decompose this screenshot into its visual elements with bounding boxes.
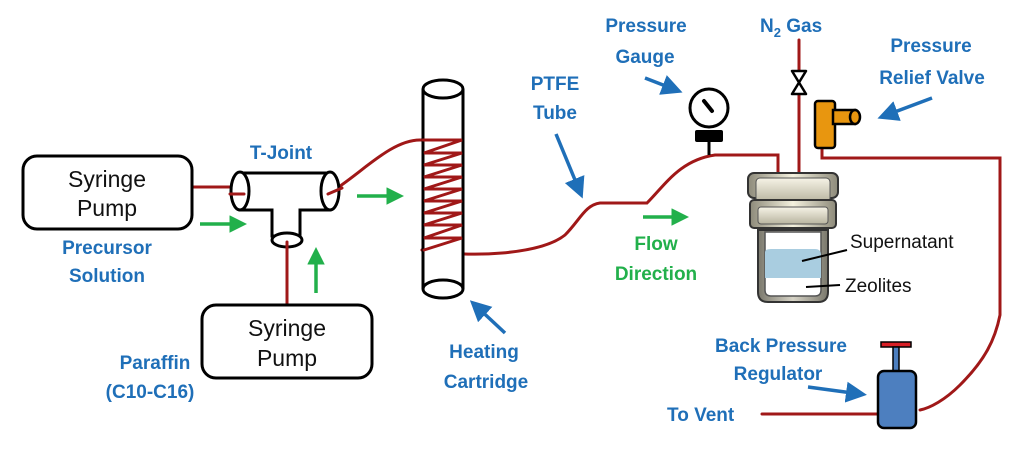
syringe-pump-2-label-line2: Pump bbox=[257, 345, 317, 371]
back-pressure-regulator bbox=[876, 341, 918, 430]
back-pressure-regulator-label-line2: Regulator bbox=[734, 364, 823, 385]
syringe-pump-2: Syringe Pump bbox=[200, 303, 374, 380]
cartridge-bottom-back bbox=[421, 278, 465, 290]
pipe-ptfe-tube bbox=[420, 153, 780, 256]
t-joint-right-opening bbox=[319, 170, 341, 212]
n2-gas-label-subscript: 2 bbox=[774, 25, 781, 40]
pressure-gauge-label-line1: Pressure bbox=[605, 16, 686, 37]
cartridge-coil bbox=[421, 138, 463, 252]
supernatant-leader-line bbox=[801, 249, 848, 262]
pipe-tjoint-to-cartridge bbox=[326, 138, 422, 196]
syringe-pump-1-label-line1: Syringe bbox=[68, 166, 146, 192]
flow-direction-label-line2: Direction bbox=[615, 264, 697, 285]
ptfe-tube-label-line1: PTFE bbox=[531, 74, 580, 95]
syringe-pump-2-box bbox=[200, 303, 374, 380]
precursor-solution-label-line1: Precursor bbox=[62, 238, 152, 259]
zeolites-leader-line bbox=[805, 284, 841, 288]
back-pressure-regulator-label-line1: Back Pressure bbox=[715, 336, 847, 357]
t-joint bbox=[228, 170, 344, 250]
heating-cartridge-label-line1: Heating bbox=[449, 342, 519, 363]
t-joint-body bbox=[238, 171, 332, 238]
pressure-gauge-label-line2: Gauge bbox=[615, 47, 674, 68]
regulator-body bbox=[876, 369, 918, 430]
back-pressure-regulator-pointer-arrow bbox=[807, 381, 867, 403]
ptfe-tube-pointer-arrow bbox=[554, 133, 585, 199]
supernatant-label: Supernatant bbox=[850, 232, 954, 253]
heating-cartridge-label-line2: Cartridge bbox=[444, 372, 528, 393]
zeolites-label: Zeolites bbox=[845, 276, 912, 297]
cartridge-top bbox=[421, 78, 465, 100]
relief-valve-outlet-end bbox=[848, 108, 862, 126]
pressure-gauge-pointer-arrow bbox=[644, 75, 683, 95]
pressure-relief-valve-label-line2: Relief Valve bbox=[879, 68, 985, 89]
regulator-stem bbox=[892, 346, 900, 373]
vessel-cap-ring-face bbox=[757, 206, 829, 225]
syringe-pump-2-label-line1: Syringe bbox=[248, 315, 326, 341]
syringe-pump-1-label-line2: Pump bbox=[77, 195, 137, 221]
pressure-gauge-base bbox=[695, 130, 723, 142]
to-vent-label: To Vent bbox=[667, 405, 735, 426]
reactor-vessel bbox=[747, 172, 848, 303]
ptfe-tube-label-line2: Tube bbox=[533, 103, 577, 124]
pressure-gauge bbox=[688, 87, 730, 155]
n2-valve-icon bbox=[790, 69, 808, 96]
t-joint-label: T-Joint bbox=[250, 143, 313, 164]
n2-gas-label-suffix: Gas bbox=[781, 16, 822, 37]
syringe-pump-1-box bbox=[21, 154, 194, 231]
syringe-pump-1: Syringe Pump bbox=[21, 154, 194, 231]
heating-cartridge-pointer-arrow bbox=[469, 300, 507, 335]
precursor-solution-label-line2: Solution bbox=[69, 266, 145, 287]
paraffin-label-line2: (C10-C16) bbox=[106, 382, 195, 403]
pipe-relief-to-regulator bbox=[820, 143, 1002, 412]
pressure-relief-valve bbox=[813, 99, 862, 150]
cartridge-bottom-front bbox=[421, 288, 465, 300]
t-joint-left-opening bbox=[229, 170, 251, 212]
paraffin-label-line1: Paraffin bbox=[120, 353, 191, 374]
pressure-relief-valve-pointer-arrow bbox=[877, 96, 933, 121]
n2-gas-label: N2 Gas bbox=[760, 16, 822, 40]
supernatant-liquid bbox=[765, 249, 821, 278]
vessel-cap-face bbox=[755, 177, 831, 203]
pressure-relief-valve-label-line1: Pressure bbox=[890, 36, 971, 57]
n2-gas-label-prefix: N bbox=[760, 16, 774, 37]
pressure-gauge-needle bbox=[702, 99, 714, 113]
heating-cartridge bbox=[421, 78, 465, 300]
t-joint-outlet-pipe bbox=[326, 186, 344, 196]
flow-direction-label-line1: Flow bbox=[634, 234, 677, 255]
